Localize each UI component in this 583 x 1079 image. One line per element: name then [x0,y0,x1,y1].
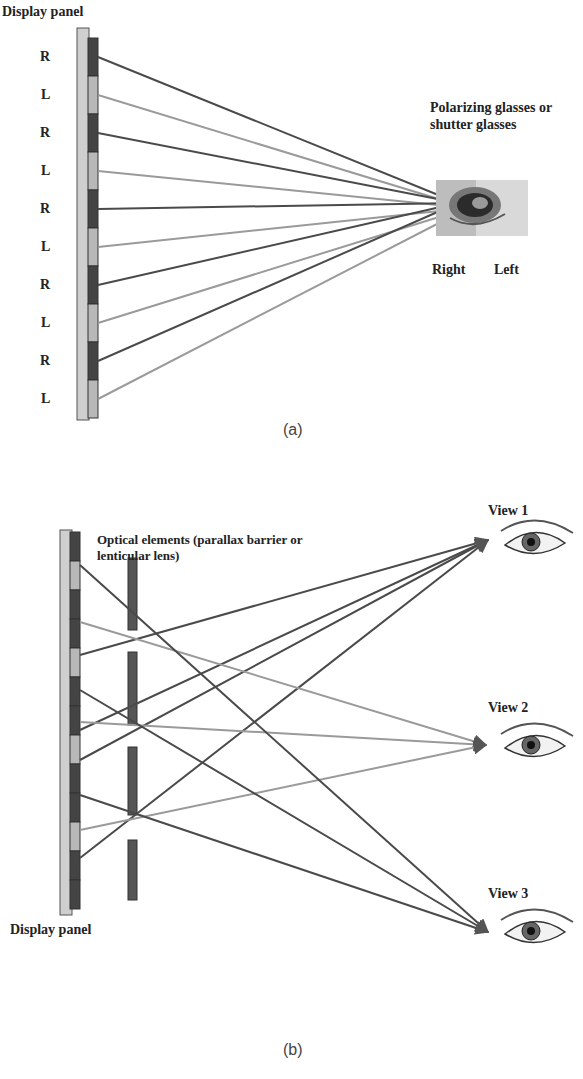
left-pixel [88,380,98,418]
pixel [70,619,80,648]
optics-label: Optical elements (parallax barrier or le… [97,532,337,563]
eye-icons [501,520,573,942]
pixel [70,822,80,851]
eye-side-label: Right [432,262,465,279]
barrier-slit [128,652,137,725]
right-pixel [88,266,98,304]
iris [522,533,540,551]
eyebrow [501,520,573,533]
pupil [527,927,535,935]
pixel [70,880,80,909]
view-ray [80,565,488,932]
panel-label: Display panel [2,4,83,21]
view-ray [80,540,488,730]
pixel [70,735,80,764]
view-label: View 2 [488,700,528,717]
panel-label: Display panel [10,922,91,939]
pixel [70,706,80,735]
pixel [70,648,80,677]
view-ray [80,745,486,830]
pixel [70,561,80,590]
iris [522,922,540,940]
right-pixel [88,342,98,380]
light-rays [80,540,488,932]
left-eye-ray [98,208,468,323]
eye-tag: L [41,391,50,408]
display-panel [77,28,98,420]
display-panel [60,530,80,915]
left-eye-ray [98,171,468,208]
right-pixel [88,190,98,228]
eyebrow [501,909,573,922]
barrier-slit [128,840,137,900]
left-eye-ray [98,208,468,399]
right-eye-ray [98,133,458,203]
panel-caption: (a) [283,420,303,439]
pixel [70,532,80,561]
eye-tag: R [40,277,50,294]
pixel [70,590,80,619]
eye-tag: R [40,125,50,142]
iris [522,736,540,754]
view-label: View 3 [488,886,528,903]
barrier-slit [128,747,137,815]
right-eye-ray [98,203,458,209]
light-rays [98,57,468,399]
left-pixel [88,228,98,266]
eye-outline [505,921,565,942]
left-pixel [88,152,98,190]
right-pixel [88,114,98,152]
eye-with-glasses [436,180,528,236]
view-ray [80,795,488,932]
right-pixel [88,38,98,76]
glasses-label: Polarizing glasses or shutter glasses [430,100,578,134]
eye-tag: R [40,353,50,370]
eye-outline [505,532,565,553]
pixel [70,793,80,822]
left-eye-ray [98,95,468,208]
eyebrow [501,723,573,736]
eye-tag: L [41,163,50,180]
view-ray [80,690,488,932]
right-eye-ray [98,57,458,203]
pupil [527,741,535,749]
left-pixel [88,76,98,114]
pupil [527,538,535,546]
left-pixel [88,304,98,342]
eye-tag: L [41,239,50,256]
eye-tag: L [41,315,50,332]
eye-tag: R [40,49,50,66]
eye-outline [505,735,565,756]
panel-base [77,28,89,420]
pixel [70,851,80,880]
eye-side-label: Left [494,262,519,279]
eye-tag: R [40,201,50,218]
view-label: View 1 [488,503,528,520]
right-eye-ray [98,203,458,361]
barrier-slit [128,558,137,630]
right-eye-ray [98,203,458,285]
pixel [70,764,80,793]
pixel [70,677,80,706]
panel-caption: (b) [283,1040,303,1059]
eye-tag: L [41,87,50,104]
